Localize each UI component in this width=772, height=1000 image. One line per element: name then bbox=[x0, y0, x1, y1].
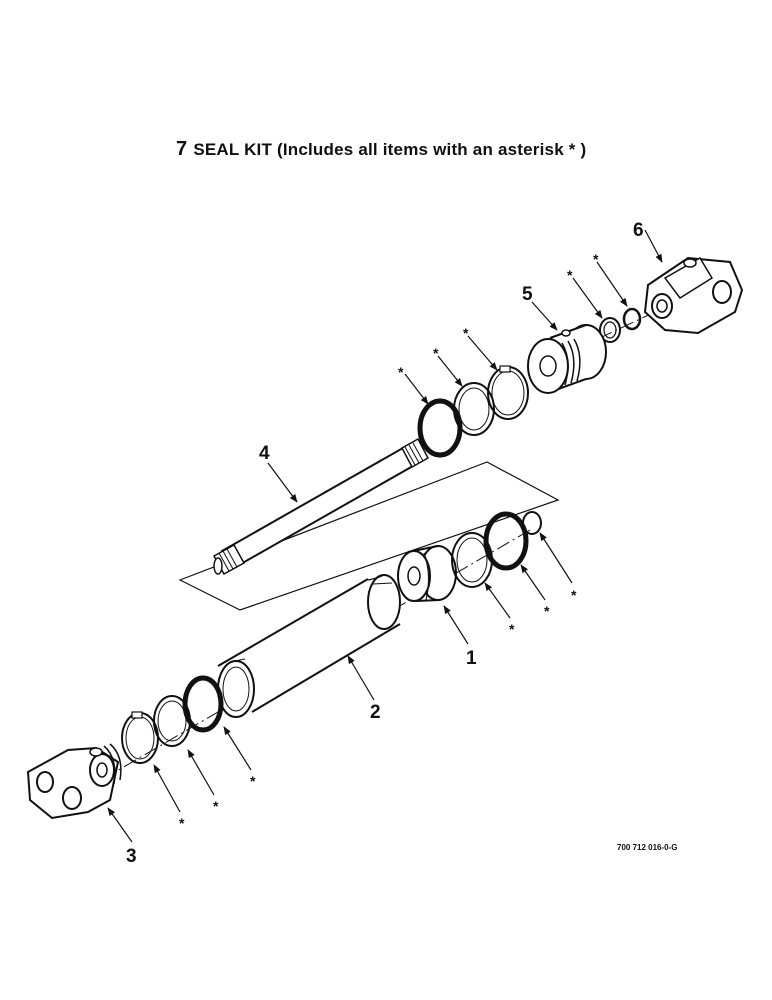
seal-kit-title: 7 SEAL KIT (Includes all items with an as… bbox=[176, 138, 586, 161]
asterisk-i: * bbox=[250, 773, 256, 789]
callout-4: 4 bbox=[259, 443, 270, 464]
rod-wiper-seal bbox=[599, 317, 621, 343]
leader-6 bbox=[644, 229, 663, 263]
piston-o-ring bbox=[483, 511, 529, 571]
leader-2 bbox=[347, 655, 375, 701]
leader-star-e bbox=[404, 373, 429, 405]
leader-4 bbox=[267, 462, 298, 503]
callout-5: 5 bbox=[522, 284, 533, 305]
leader-3 bbox=[107, 807, 133, 843]
callout-6: 6 bbox=[633, 220, 644, 241]
leader-star-i bbox=[223, 726, 252, 771]
gland bbox=[527, 324, 607, 394]
asterisk-b: * bbox=[567, 267, 573, 283]
asterisk-k: * bbox=[179, 815, 185, 831]
kit-number: 7 bbox=[176, 138, 188, 160]
piston bbox=[397, 545, 457, 602]
small-wiper-ring bbox=[622, 307, 642, 331]
leader-star-d bbox=[437, 355, 463, 387]
leader-star-j bbox=[187, 749, 215, 796]
callout-1: 1 bbox=[466, 648, 477, 669]
leader-star-f bbox=[484, 582, 511, 619]
callout-2: 2 bbox=[370, 702, 381, 723]
leader-1 bbox=[443, 605, 469, 645]
assembly-outline bbox=[178, 461, 560, 611]
centerline-upper bbox=[584, 311, 656, 346]
leader-star-k bbox=[153, 764, 181, 813]
callout-3: 3 bbox=[126, 846, 137, 867]
asterisk-g: * bbox=[544, 603, 550, 619]
piston-rod bbox=[212, 437, 430, 576]
asterisk-j: * bbox=[213, 798, 219, 814]
cylinder-barrel bbox=[217, 574, 401, 718]
snap-ring-upper bbox=[487, 365, 529, 420]
base-end-clevis bbox=[26, 743, 122, 820]
leader-lines bbox=[107, 229, 663, 843]
rod-wiper-seal-inner bbox=[603, 321, 617, 339]
leader-star-h bbox=[539, 532, 573, 584]
snap-ring-lower bbox=[121, 711, 159, 764]
leader-star-b bbox=[572, 277, 603, 319]
o-ring-upper bbox=[417, 398, 463, 458]
drawing-code: 700 712 016-0-G bbox=[617, 843, 678, 852]
asterisk-d: * bbox=[433, 345, 439, 361]
leader-star-a bbox=[596, 261, 628, 307]
leader-star-c bbox=[467, 335, 498, 371]
asterisk-c: * bbox=[463, 325, 469, 341]
piston-backup-ring-inner bbox=[456, 537, 488, 583]
leader-star-g bbox=[520, 564, 546, 601]
asterisk-f: * bbox=[509, 621, 515, 637]
small-piston-ring bbox=[522, 511, 542, 535]
kit-title-text: SEAL KIT (Includes all items with an ast… bbox=[193, 140, 587, 159]
asterisk-h: * bbox=[571, 587, 577, 603]
asterisk-e: * bbox=[398, 364, 404, 380]
rod-end-clevis bbox=[643, 256, 744, 335]
asterisk-a: * bbox=[593, 251, 599, 267]
leader-5 bbox=[531, 301, 558, 331]
